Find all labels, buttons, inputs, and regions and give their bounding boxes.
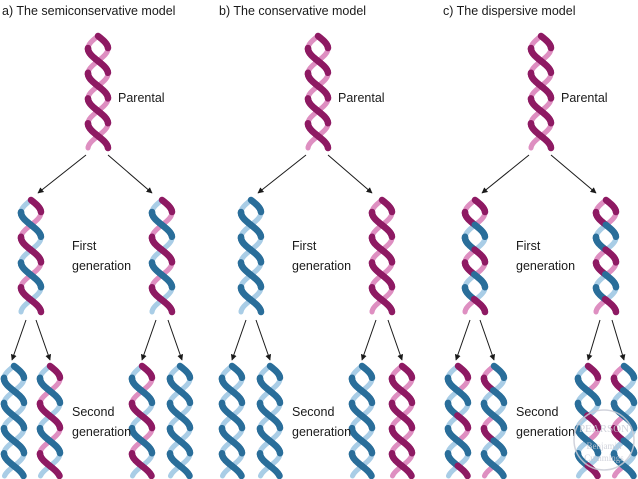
parental-helix xyxy=(84,32,112,152)
parental-label: Parental xyxy=(338,91,385,105)
parental-label: Parental xyxy=(118,91,165,105)
second-generation-helix xyxy=(166,362,194,479)
parental-helix xyxy=(304,32,332,152)
first-generation-label: First xyxy=(72,239,97,253)
first-generation-helix-left xyxy=(237,196,265,316)
second-generation-helix xyxy=(444,362,472,479)
second-generation-helix xyxy=(218,362,246,479)
first-generation-helix-left xyxy=(461,196,489,316)
arrow xyxy=(454,319,471,361)
first-generation-label: generation xyxy=(516,259,575,273)
second-generation-label: Second xyxy=(292,405,334,419)
second-generation-helix xyxy=(348,362,376,479)
arrow xyxy=(10,319,27,361)
first-generation-helix-right xyxy=(368,196,396,316)
arrow xyxy=(611,319,626,361)
arrow xyxy=(37,154,87,194)
first-generation-label: generation xyxy=(292,259,351,273)
second-generation-helix xyxy=(36,362,64,479)
second-generation-label: generation xyxy=(72,425,131,439)
second-generation-label: Second xyxy=(72,405,114,419)
first-generation-helix-left xyxy=(17,196,45,316)
arrow xyxy=(35,319,52,361)
panel-title: b) The conservative model xyxy=(219,4,366,18)
panel-conservative: b) The conservative model Parental First… xyxy=(218,4,416,479)
arrow xyxy=(107,154,153,194)
parental-helix xyxy=(527,32,555,152)
panel-semiconservative: a) The semiconservative model Parental F… xyxy=(0,4,194,479)
panel-title: a) The semiconservative model xyxy=(2,4,175,18)
first-generation-label: First xyxy=(292,239,317,253)
arrow xyxy=(481,154,530,194)
arrow xyxy=(255,319,272,361)
arrow xyxy=(140,319,157,361)
arrow xyxy=(327,154,373,194)
arrow xyxy=(230,319,247,361)
second-generation-helix xyxy=(0,362,28,479)
arrow xyxy=(167,319,184,361)
panel-title: c) The dispersive model xyxy=(443,4,575,18)
second-generation-helix xyxy=(388,362,416,479)
second-generation-label: generation xyxy=(292,425,351,439)
arrow xyxy=(479,319,496,361)
first-generation-label: generation xyxy=(72,259,131,273)
first-generation-helix-right xyxy=(592,196,620,316)
second-generation-helix xyxy=(256,362,284,479)
parental-label: Parental xyxy=(561,91,608,105)
panel-dispersive: c) The dispersive model Parental First g… xyxy=(443,4,638,479)
arrow xyxy=(257,154,307,194)
arrow xyxy=(360,319,377,361)
second-generation-helix xyxy=(128,362,156,479)
arrow xyxy=(586,319,601,361)
first-generation-label: First xyxy=(516,239,541,253)
arrow xyxy=(550,154,597,194)
first-generation-helix-right xyxy=(148,196,176,316)
arrow xyxy=(387,319,404,361)
